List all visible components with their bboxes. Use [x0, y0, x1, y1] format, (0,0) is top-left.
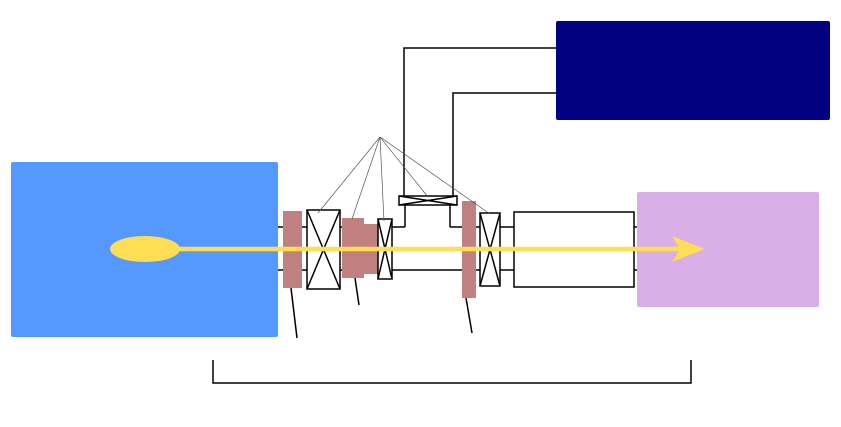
valve-top — [398, 195, 458, 206]
beam-arrow — [672, 236, 705, 262]
bracket — [212, 360, 692, 384]
control-lines — [403, 47, 556, 196]
target-block — [637, 192, 819, 307]
leader-fan — [317, 136, 491, 222]
collimator-pointers — [290, 277, 473, 339]
control-unit-block — [556, 21, 830, 120]
beam-ellipse — [110, 236, 180, 262]
